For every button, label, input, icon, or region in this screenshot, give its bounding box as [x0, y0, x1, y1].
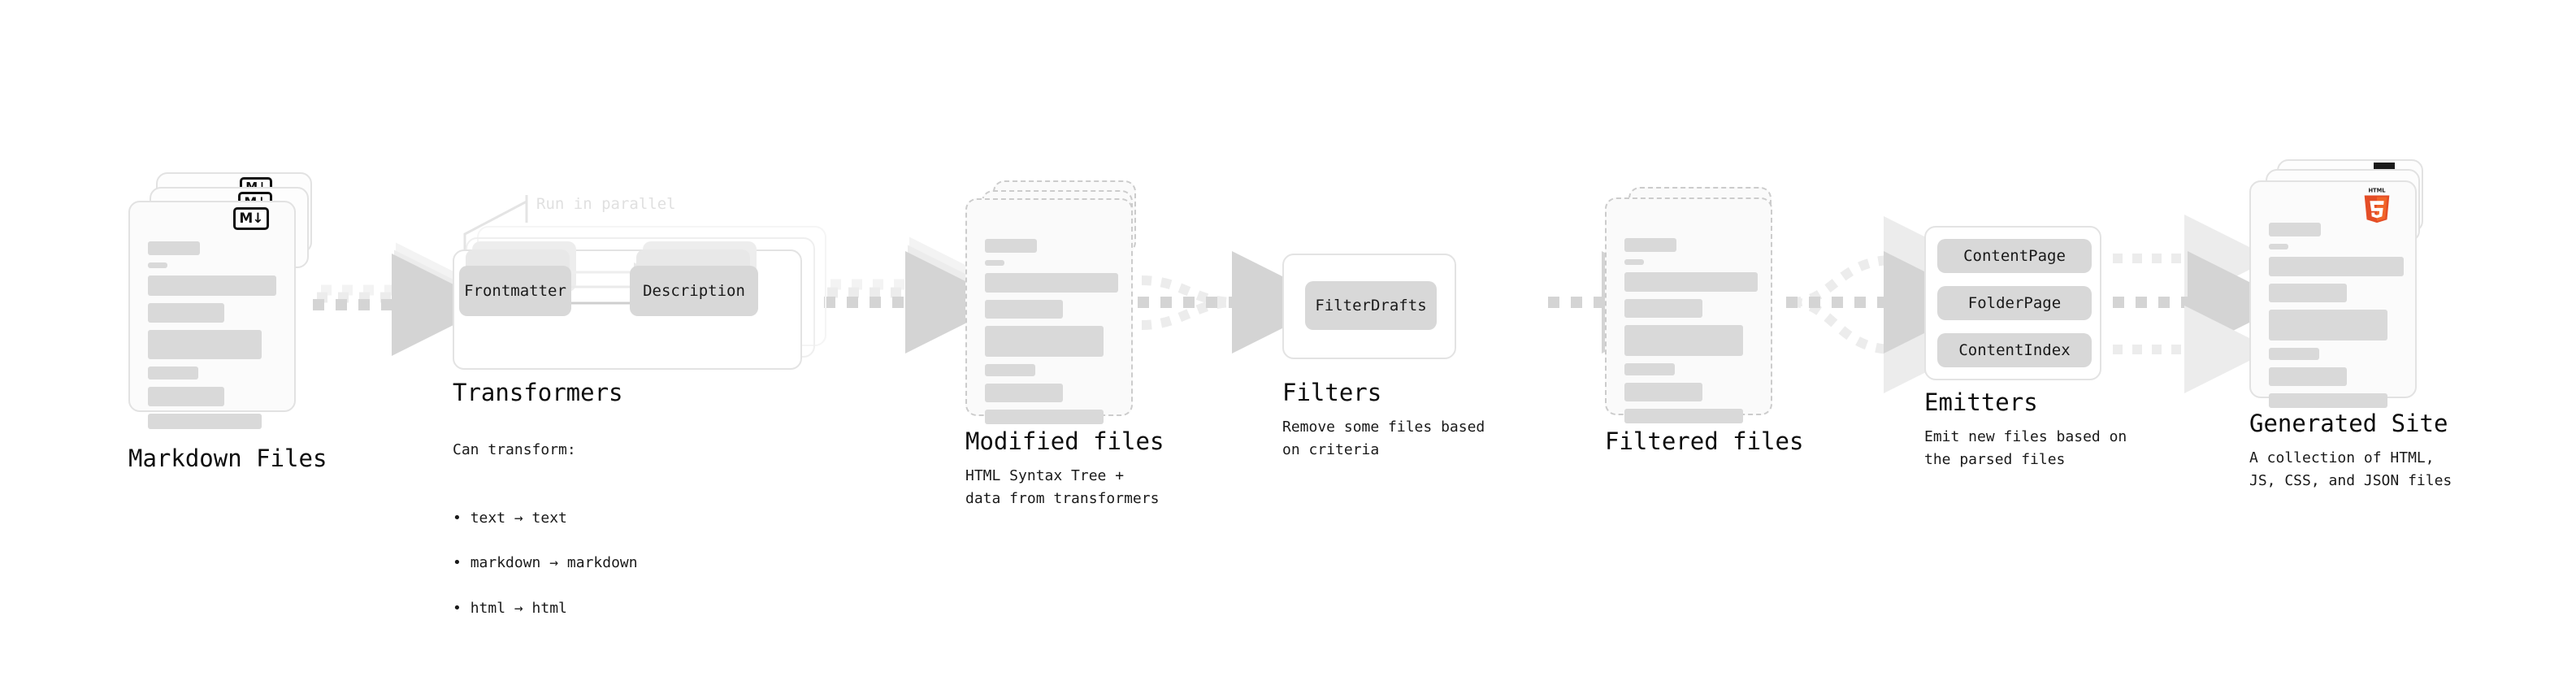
chip-description[interactable]: Description — [630, 266, 758, 316]
document-content — [130, 202, 294, 429]
internal-arrows — [565, 262, 657, 313]
chip-folderpage[interactable]: FolderPage — [1937, 286, 2092, 320]
document-content — [2251, 182, 2415, 408]
caption-sub-filters: Remove some files based on criteria — [1282, 419, 1485, 458]
transform-bullet-2: html → html — [453, 597, 638, 620]
markdown-badge: M↓ — [233, 207, 269, 230]
transform-bullet-list: text → text markdown → markdown html → h… — [453, 484, 638, 643]
parallel-annotation: Run in parallel — [536, 195, 676, 213]
connector-filtered-to-emitters — [1786, 216, 1986, 393]
transform-intro: Can transform: — [453, 440, 576, 458]
document-content — [967, 200, 1131, 424]
parallel-bracket-icon — [463, 195, 528, 254]
sheet-front — [965, 198, 1133, 424]
caption-title-filters: Filters — [1282, 379, 1382, 406]
connector-markdown-to-transformers — [313, 242, 494, 356]
transformer-group: Frontmatter Description — [453, 241, 802, 370]
html5-badge-icon: HTML — [2364, 188, 2390, 223]
document-content — [1607, 199, 1771, 423]
caption-title-transformers: Transformers — [453, 379, 623, 406]
caption-sub-emitters: Emit new files based on the parsed files — [1924, 428, 2127, 468]
sheet-front — [2249, 180, 2417, 408]
chip-contentindex[interactable]: ContentIndex — [1937, 333, 2092, 367]
emitters-group: ContentPage FolderPage ContentIndex — [1924, 226, 2101, 380]
chip-contentpage[interactable]: ContentPage — [1937, 239, 2092, 273]
sheet-front — [1605, 197, 1772, 423]
caption-sub-generated-site: A collection of HTML, JS, CSS, and JSON … — [2249, 449, 2452, 489]
caption-title-generated-site: Generated Site — [2249, 410, 2448, 437]
caption-title-modified-files: Modified files — [965, 427, 1164, 455]
connector-transformers-to-modified — [824, 236, 1008, 354]
caption-sub-transformers: Can transform: text → text markdown → ma… — [453, 416, 638, 666]
connector-emitters-to-site — [2113, 215, 2290, 393]
filters-group: FilterDrafts — [1282, 254, 1456, 359]
caption-title-emitters: Emitters — [1924, 388, 2038, 416]
chip-filterdrafts[interactable]: FilterDrafts — [1305, 281, 1437, 330]
caption-title-filtered-files: Filtered files — [1605, 427, 1804, 455]
caption-title-markdown-files: Markdown Files — [128, 445, 327, 472]
transform-bullet-1: markdown → markdown — [453, 552, 638, 575]
svg-text:HTML: HTML — [2368, 188, 2386, 194]
connector-modified-to-filters — [1138, 251, 1334, 354]
sheet-front — [128, 201, 296, 429]
transform-bullet-0: text → text — [453, 507, 638, 530]
chip-frontmatter[interactable]: Frontmatter — [459, 266, 571, 316]
caption-sub-modified-files: HTML Syntax Tree + data from transformer… — [965, 467, 1160, 507]
